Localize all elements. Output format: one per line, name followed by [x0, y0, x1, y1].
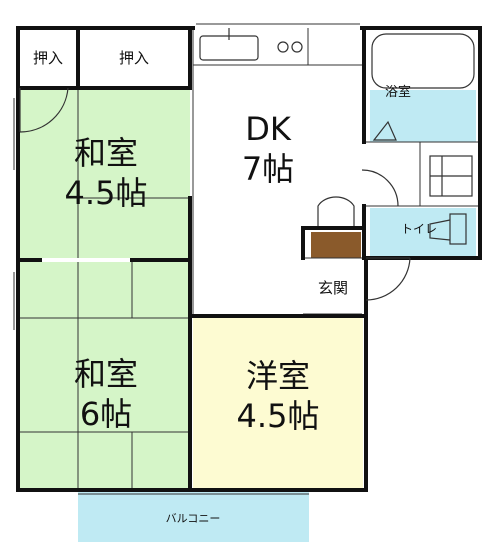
balcony-label: バルコニー — [166, 512, 221, 525]
balcony-floor — [78, 490, 309, 542]
fixtures — [199, 28, 475, 245]
windows — [13, 23, 360, 495]
dk-size: 7帖 — [242, 150, 294, 188]
entrance-label: 玄関 — [318, 279, 348, 297]
toilet-label: トイレ — [401, 222, 437, 236]
closet-2-label: 押入 — [119, 49, 149, 67]
bath-label: 浴室 — [385, 84, 411, 100]
toilet-floor — [370, 208, 476, 256]
youshitsu-floor — [193, 318, 363, 488]
bath-drain — [372, 120, 397, 141]
stove-burner-right — [291, 41, 303, 53]
stove-burner-left — [277, 41, 289, 53]
bathtub — [371, 33, 475, 89]
toilet-bowl — [429, 219, 451, 241]
closet-1-label: 押入 — [33, 49, 63, 67]
shoe-box — [311, 232, 361, 258]
room-fills — [20, 90, 476, 542]
washitsu-a-floor — [20, 90, 190, 258]
tatami-lines — [20, 28, 478, 488]
washitsu-a-size: 4.5帖 — [65, 174, 148, 212]
youshitsu-name: 洋室 — [246, 357, 310, 395]
youshitsu-size: 4.5帖 — [237, 397, 320, 435]
dk-name: DK — [245, 110, 292, 148]
washitsu-b-floor — [20, 262, 190, 488]
walls — [16, 26, 482, 492]
washitsu-b-size: 6帖 — [80, 395, 132, 433]
washitsu-b-name: 和室 — [74, 355, 138, 393]
wash-basin — [317, 196, 355, 226]
door-swings — [19, 87, 411, 301]
bath-floor — [370, 90, 476, 142]
toilet-tank — [449, 213, 467, 245]
washitsu-a-name: 和室 — [74, 134, 138, 172]
